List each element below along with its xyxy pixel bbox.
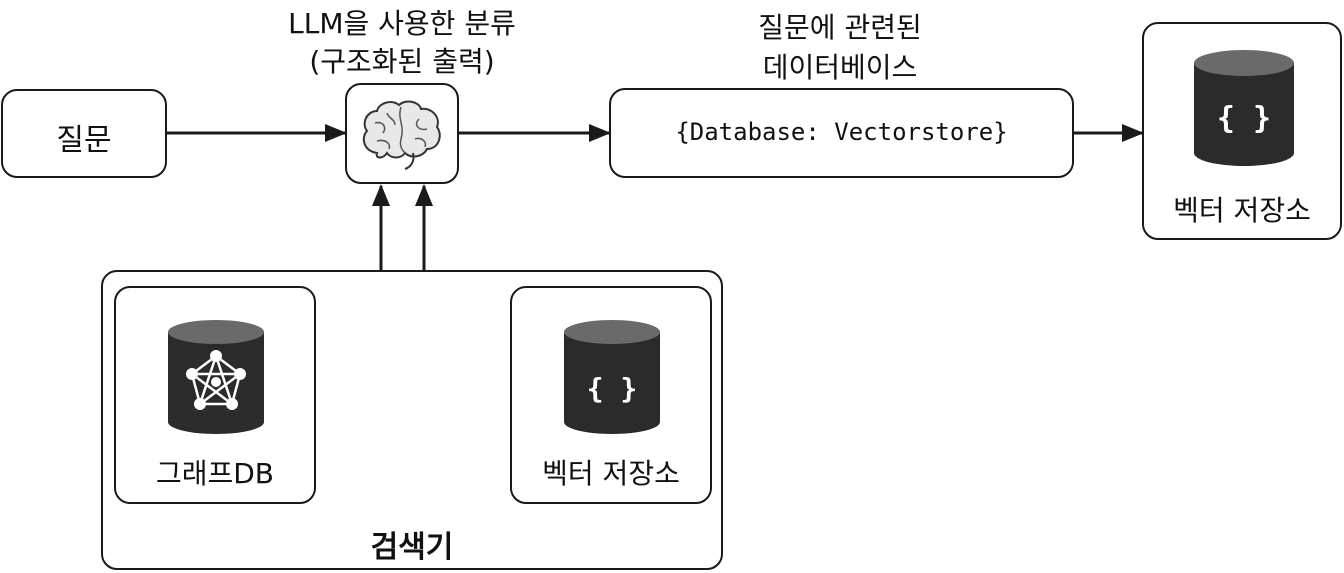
database-node: {Database: Vectorstore} xyxy=(609,88,1074,178)
vector-db-braces: { } xyxy=(587,372,638,405)
graphdb-node: 그래프DB xyxy=(114,286,316,504)
retriever-vectorstore-label: 벡터 저장소 xyxy=(542,457,680,490)
vector-database-icon: { } xyxy=(1194,50,1294,166)
brain-icon xyxy=(362,100,441,170)
vector-db-braces: { } xyxy=(1217,101,1271,136)
question-label: 질문 xyxy=(56,123,112,158)
llm-title-line1: LLM을 사용한 분류 xyxy=(288,7,516,40)
graphdb-label: 그래프DB xyxy=(155,457,275,490)
llm-title-line2: (구조화된 출력) xyxy=(309,45,495,78)
database-caption-line1: 질문에 관련된 xyxy=(758,11,922,44)
retriever-label: 검색기 xyxy=(370,530,454,565)
database-caption-line2: 데이터베이스 xyxy=(762,51,918,84)
vectorstore-output-label: 벡터 저장소 xyxy=(1173,194,1311,227)
question-node: 질문 xyxy=(1,89,167,178)
vector-database-icon: { } xyxy=(564,320,660,434)
vectorstore-output-node: { } 벡터 저장소 xyxy=(1142,22,1342,240)
graph-database-icon xyxy=(168,320,264,434)
database-content: {Database: Vectorstore} xyxy=(675,118,1008,146)
llm-node xyxy=(345,83,459,184)
retriever-vectorstore-node: { } 벡터 저장소 xyxy=(510,286,712,504)
